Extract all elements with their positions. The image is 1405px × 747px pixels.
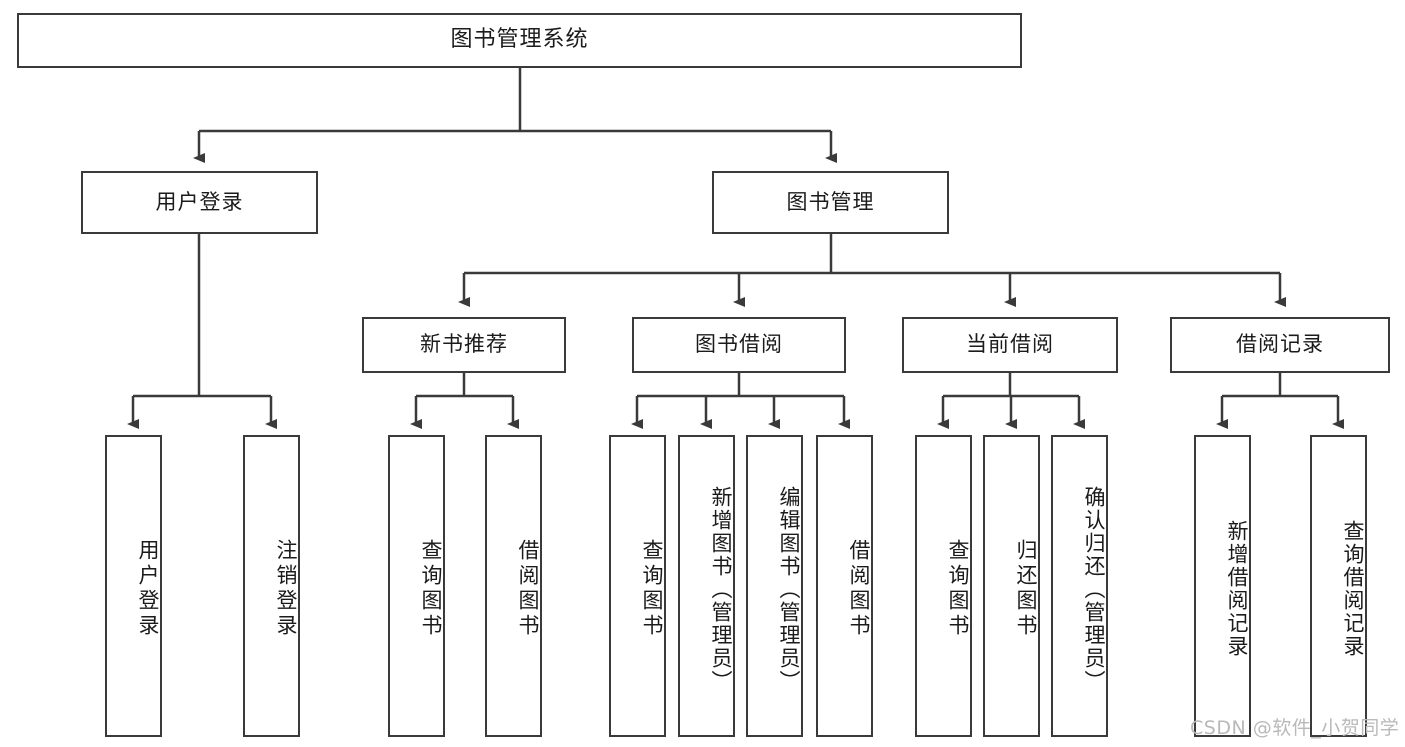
- node-label: 确认归还（管理员）: [1082, 485, 1106, 693]
- node-book-borrowing[interactable]: 图书借阅: [632, 317, 846, 373]
- leaf-current-borrow-confirm-return-admin[interactable]: 确认归还（管理员）: [1051, 435, 1108, 737]
- leaf-user-login-logout[interactable]: 注销登录: [243, 435, 300, 737]
- node-label: 用户登录: [155, 189, 244, 214]
- node-label: 编辑图书（管理员）: [777, 485, 801, 693]
- leaf-borrow-record-query-record[interactable]: 查询借阅记录: [1310, 435, 1367, 737]
- leaf-book-borrow-borrow-book[interactable]: 借阅图书: [816, 435, 873, 737]
- watermark-text: CSDN @软件_小贺同学: [1190, 717, 1400, 739]
- node-label: 查询借阅记录: [1341, 520, 1365, 658]
- leaf-new-book-query-book[interactable]: 查询图书: [388, 435, 445, 737]
- leaf-current-borrow-query-book[interactable]: 查询图书: [915, 435, 972, 737]
- node-root-book-management-system[interactable]: 图书管理系统: [17, 13, 1022, 68]
- node-current-borrowing[interactable]: 当前借阅: [902, 317, 1118, 373]
- node-label: 查询图书: [419, 539, 443, 639]
- node-label: 当前借阅: [966, 332, 1054, 357]
- node-label: 借阅图书: [847, 539, 871, 639]
- node-label: 注销登录: [274, 539, 298, 639]
- leaf-book-borrow-query-book[interactable]: 查询图书: [609, 435, 666, 737]
- node-label: 用户登录: [136, 539, 160, 639]
- leaf-current-borrow-return-book[interactable]: 归还图书: [983, 435, 1040, 737]
- node-label: 查询图书: [946, 539, 970, 639]
- leaf-book-borrow-edit-book-admin[interactable]: 编辑图书（管理员）: [746, 435, 803, 737]
- node-label: 图书管理系统: [450, 27, 589, 53]
- node-label: 图书借阅: [695, 332, 783, 357]
- leaf-book-borrow-add-book-admin[interactable]: 新增图书（管理员）: [678, 435, 735, 737]
- csdn-watermark: CSDN @软件_小贺同学: [1190, 713, 1399, 740]
- leaf-user-login-login[interactable]: 用户登录: [105, 435, 162, 737]
- node-book-management[interactable]: 图书管理: [712, 171, 949, 234]
- node-label: 新增借阅记录: [1225, 520, 1249, 658]
- node-label: 借阅图书: [516, 539, 540, 639]
- leaf-borrow-record-add-record[interactable]: 新增借阅记录: [1194, 435, 1251, 737]
- node-label: 图书管理: [786, 189, 875, 214]
- node-label: 查询图书: [640, 539, 664, 639]
- node-label: 归还图书: [1014, 539, 1038, 639]
- node-user-login[interactable]: 用户登录: [81, 171, 318, 234]
- node-label: 新增图书（管理员）: [709, 485, 733, 693]
- leaf-new-book-borrow-book[interactable]: 借阅图书: [485, 435, 542, 737]
- node-label: 新书推荐: [420, 332, 508, 357]
- node-label: 借阅记录: [1236, 332, 1324, 357]
- node-new-book-recommendation[interactable]: 新书推荐: [362, 317, 566, 373]
- node-borrow-records[interactable]: 借阅记录: [1170, 317, 1390, 373]
